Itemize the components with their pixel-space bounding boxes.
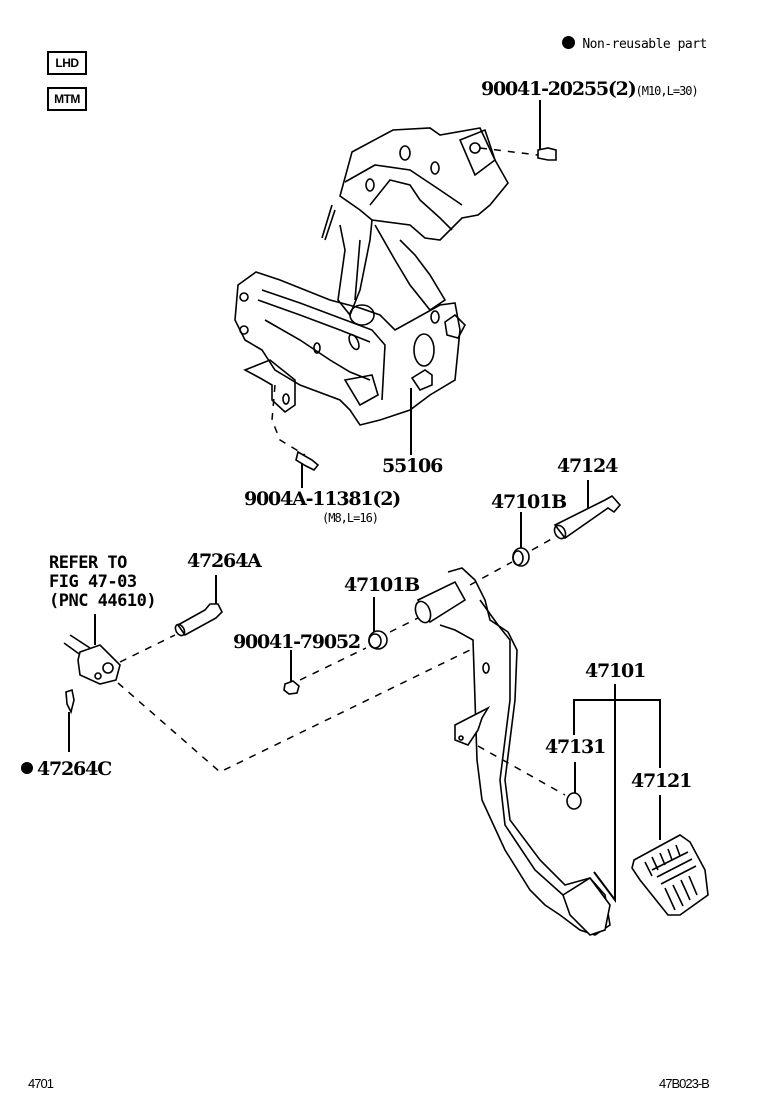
part-number-text: 90041-20255(2) bbox=[481, 78, 637, 100]
bolt-9004A-11381-drawing bbox=[295, 450, 320, 472]
part-number-47131[interactable]: 47131 bbox=[545, 736, 606, 758]
pedal-bracket-drawing bbox=[234, 127, 509, 426]
pedal-arm-drawing bbox=[414, 567, 611, 936]
illustration-code: 47B023-B bbox=[659, 1076, 710, 1091]
part-number-55106[interactable]: 55106 bbox=[382, 455, 443, 477]
legend-text: Non-reusable part bbox=[582, 37, 707, 52]
lhd-tag: LHD bbox=[47, 51, 87, 75]
bolt-90041-20255-drawing bbox=[537, 147, 557, 161]
clevis-drawing bbox=[63, 634, 121, 685]
part-number-47264C[interactable]: 47264C bbox=[21, 758, 112, 780]
refer-note-line-2: FIG 47-03 bbox=[49, 572, 137, 592]
page-code: 4701 bbox=[28, 1076, 54, 1091]
clip-drawing bbox=[65, 688, 75, 715]
part-number-47124[interactable]: 47124 bbox=[557, 455, 618, 477]
legend: Non-reusable part bbox=[562, 36, 707, 52]
part-number-47101B-upper[interactable]: 47101B bbox=[491, 491, 567, 513]
refer-note-line-3: (PNC 44610) bbox=[49, 591, 157, 611]
part-number-text: 47264C bbox=[37, 758, 112, 780]
part-spec-9004A-11381: (M8,L=16) bbox=[322, 511, 379, 525]
part-number-47101[interactable]: 47101 bbox=[585, 660, 646, 682]
dash-line-pedal-arm bbox=[117, 649, 471, 773]
dash-line-bolt bbox=[531, 536, 556, 551]
part-number-47121[interactable]: 47121 bbox=[631, 770, 692, 792]
dash-line-nut bbox=[299, 647, 367, 681]
clevis-pin-drawing bbox=[176, 603, 223, 637]
refer-note[interactable]: REFER TO FIG 47-03 (PNC 44610) bbox=[49, 553, 157, 611]
mtm-tag: MTM bbox=[47, 87, 87, 111]
leader-47101-bracket bbox=[573, 699, 661, 768]
dash-line-bushing-lower bbox=[389, 616, 421, 633]
part-number-47264A[interactable]: 47264A bbox=[187, 550, 262, 572]
nut-drawing bbox=[283, 680, 300, 695]
part-number-47101B-lower[interactable]: 47101B bbox=[344, 574, 420, 596]
part-spec: (M10,L=30) bbox=[635, 84, 699, 98]
dash-line-clevis-pin bbox=[119, 634, 176, 663]
bolt-47124-drawing bbox=[553, 494, 622, 540]
dash-line-90041-20255 bbox=[479, 147, 539, 156]
leader-47101 bbox=[593, 684, 616, 903]
dash-line-cushion bbox=[477, 745, 566, 796]
part-number-9004A-11381[interactable]: 9004A-11381(2) bbox=[244, 488, 401, 510]
pedal-pad-drawing bbox=[631, 834, 709, 916]
part-number-90041-20255[interactable]: 90041-20255(2)(M10,L=30) bbox=[481, 78, 699, 100]
refer-note-line-1: REFER TO bbox=[49, 553, 127, 573]
non-reusable-dot-icon bbox=[21, 762, 33, 774]
non-reusable-dot-icon bbox=[562, 36, 575, 49]
part-number-90041-79052[interactable]: 90041-79052 bbox=[233, 631, 361, 653]
cushion-drawing bbox=[566, 792, 582, 810]
dash-line-9004A bbox=[271, 384, 306, 456]
